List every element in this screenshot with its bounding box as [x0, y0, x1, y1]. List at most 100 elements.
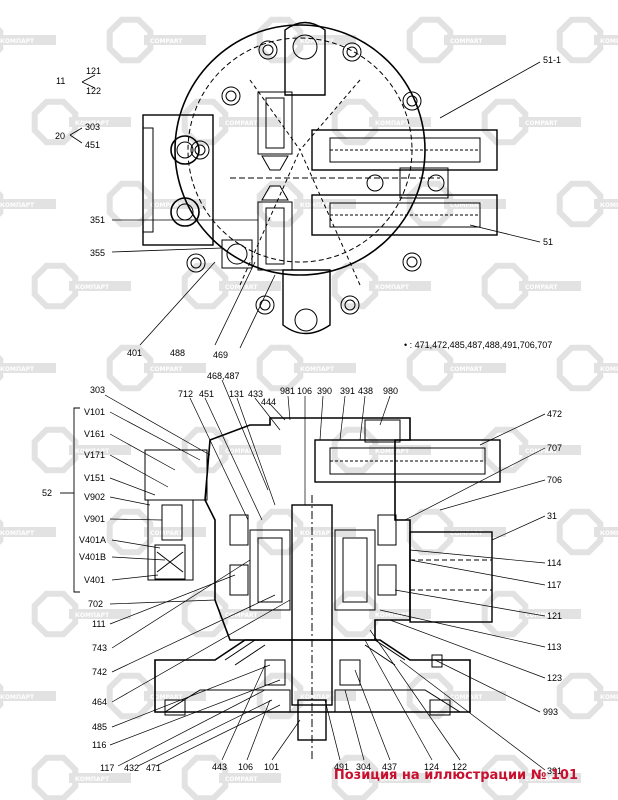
label-V101: V101	[84, 407, 106, 417]
label-707: 707	[547, 443, 563, 453]
label-31: 31	[547, 511, 558, 521]
label-122-bottom: 122	[452, 762, 468, 772]
label-113: 113	[547, 642, 562, 652]
watermark-text: COMPART	[150, 38, 183, 45]
watermark-text: КОМПАРТ	[300, 38, 335, 45]
label-742: 742	[92, 667, 108, 677]
watermark-text: КОМПАРТ	[0, 366, 35, 373]
watermark-logo: КОМПАРТ	[556, 180, 618, 228]
watermark-text: КОМПАРТ	[375, 612, 410, 619]
watermark-text: КОМПАРТ	[375, 776, 410, 783]
label-390: 390	[317, 386, 333, 396]
label-464: 464	[92, 697, 108, 707]
label-303-sec: 303	[90, 385, 106, 395]
label-444: 444	[261, 397, 277, 407]
watermark-logo: КОМПАРТ	[331, 98, 431, 146]
label-51: 51	[543, 237, 554, 247]
label-433: 433	[248, 389, 264, 399]
watermark-text: COMPART	[225, 120, 258, 127]
watermark-logo: КОМПАРТ	[0, 355, 56, 381]
watermark-logo: COMPART	[481, 754, 581, 800]
label-11: 11	[56, 76, 66, 86]
watermark-text: КОМПАРТ	[0, 530, 35, 537]
watermark-text: КОМПАРТ	[75, 776, 110, 783]
watermark-logo: КОМПАРТ	[556, 16, 618, 64]
label-106-top: 106	[297, 386, 313, 396]
watermark-text: COMPART	[450, 694, 483, 701]
label-712: 712	[178, 389, 194, 399]
label-V161: V161	[84, 429, 106, 439]
section-view-leaders	[104, 379, 546, 771]
label-437: 437	[382, 762, 398, 772]
label-121-sec: 121	[547, 611, 563, 621]
watermark-text: COMPART	[450, 202, 483, 209]
watermark-text: COMPART	[225, 612, 258, 619]
watermark-text: КОМПАРТ	[0, 38, 35, 45]
label-101: 101	[264, 762, 280, 772]
top-view-drawing	[142, 21, 498, 335]
watermark-logo: COMPART	[181, 754, 281, 800]
label-114: 114	[547, 558, 562, 568]
label-451-sec: 451	[199, 389, 215, 399]
watermark-text: COMPART	[225, 776, 258, 783]
watermark-logo: КОМПАРТ	[31, 262, 131, 310]
label-485: 485	[92, 722, 108, 732]
label-706: 706	[547, 475, 563, 485]
label-355: 355	[90, 248, 106, 258]
watermark-text: КОМПАРТ	[600, 366, 618, 373]
label-V401: V401	[84, 575, 106, 585]
watermark-logo: COMPART	[106, 344, 206, 392]
watermark-logo: COMPART	[181, 98, 281, 146]
watermark-logo: КОМПАРТ	[556, 344, 618, 392]
label-468-487: 468,487	[207, 371, 240, 381]
label-V171: V171	[84, 450, 106, 460]
watermark-text: КОМПАРТ	[300, 694, 335, 701]
label-980: 980	[383, 386, 399, 396]
watermark-logo: КОМПАРТ	[0, 27, 56, 53]
watermark-logo: КОМПАРТ	[331, 754, 431, 800]
label-993: 993	[543, 707, 559, 717]
watermark-text: COMPART	[150, 694, 183, 701]
watermark-text: КОМПАРТ	[375, 120, 410, 127]
watermark-logo: КОМПАРТ	[0, 683, 56, 709]
label-702: 702	[88, 599, 104, 609]
watermark-text: COMPART	[450, 38, 483, 45]
label-123: 123	[547, 673, 563, 683]
label-V401A: V401A	[79, 535, 107, 545]
label-438: 438	[358, 386, 374, 396]
watermark-text: КОМПАРТ	[300, 202, 335, 209]
note-common-parts: • : 471,472,485,487,488,491,706,707	[404, 340, 553, 350]
watermark-text: COMPART	[225, 448, 258, 455]
label-432: 432	[124, 763, 140, 773]
watermark-logo: КОМПАРТ	[256, 180, 356, 228]
label-401: 401	[127, 348, 143, 358]
label-451-top: 451	[85, 140, 101, 150]
watermark-logo: COMPART	[481, 262, 581, 310]
watermark-text: КОМПАРТ	[300, 366, 335, 373]
watermark-logo: COMPART	[406, 344, 506, 392]
label-V902: V902	[84, 492, 106, 502]
label-443: 443	[212, 762, 228, 772]
watermark-logo: COMPART	[106, 180, 206, 228]
label-122: 122	[86, 86, 102, 96]
watermark-text: КОМПАРТ	[375, 284, 410, 291]
watermark-text: КОМПАРТ	[300, 530, 335, 537]
section-view-drawing	[144, 417, 501, 760]
watermark-logo: КОМПАРТ	[331, 262, 431, 310]
watermark-text: КОМПАРТ	[0, 694, 35, 701]
watermark-text: COMPART	[525, 120, 558, 127]
watermark-logo: КОМПАРТ	[556, 672, 618, 720]
label-121: 121	[86, 66, 102, 76]
watermark-text: КОМПАРТ	[600, 202, 618, 209]
label-981: 981	[280, 386, 296, 396]
watermark-logo: COMPART	[181, 262, 281, 310]
watermark-text: COMPART	[525, 448, 558, 455]
label-304: 304	[356, 762, 372, 772]
bracket-52	[73, 407, 80, 593]
watermark-text: COMPART	[450, 366, 483, 373]
watermark-text: COMPART	[225, 284, 258, 291]
label-51-1: 51-1	[543, 55, 562, 65]
watermark-text: COMPART	[150, 202, 183, 209]
label-471: 471	[146, 763, 162, 773]
